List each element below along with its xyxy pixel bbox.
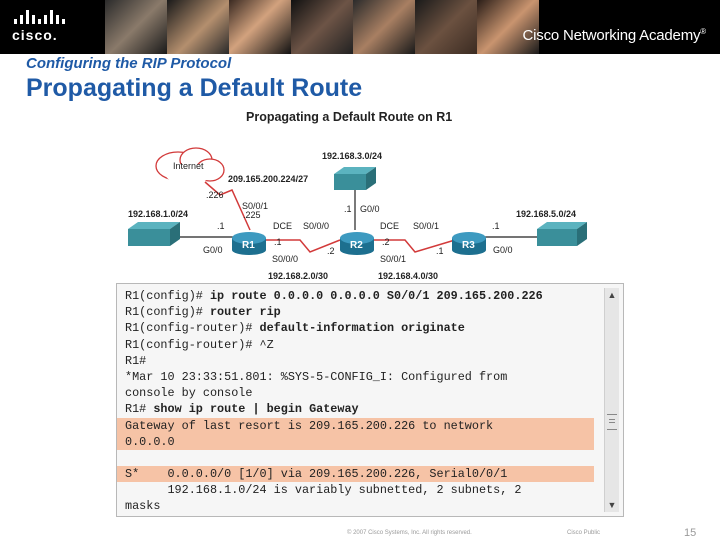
label-dce1: DCE [273,221,292,231]
label-r3-g00: G0/0 [493,245,513,255]
switch-right-icon [537,222,587,246]
photo-2 [167,0,229,54]
router-r1-label: R1 [242,240,255,251]
terminal-line: *Mar 10 23:33:51.801: %SYS-5-CONFIG_I: C… [125,369,508,384]
photo-5 [353,0,415,54]
router-r2-label: R2 [350,240,363,251]
label-net-r2r3: 192.168.4.0/30 [378,271,438,281]
academy-label: Cisco Networking Academy® [522,27,707,44]
cisco-wordmark: cisco. [12,27,58,43]
label-r1-225: .225 [243,210,261,220]
switch-top-icon [334,167,376,190]
header-banner: cisco. Cisco Networking Academy® [0,0,720,54]
topology-labels: 192.168.3.0/24 209.165.200.224/27 .226 S… [128,151,576,281]
label-r2-s000: S0/0/0 [303,221,329,231]
slide-subtitle: Configuring the RIP Protocol [26,55,232,72]
label-r2-dot2-right: .2 [382,237,390,247]
header-photo-strip [105,0,539,54]
label-r1-g00: G0/0 [203,245,223,255]
terminal-line-highlighted: 0.0.0.0 [117,433,594,450]
terminal-line: R1(config)# router rip [125,305,281,320]
slide-title: Propagating a Default Route [26,74,363,102]
terminal-line: masks [125,499,161,514]
photo-6 [415,0,477,54]
label-net-right: 192.168.5.0/24 [516,209,576,219]
photo-1 [105,0,167,54]
router-r1-icon: R1 [232,232,266,255]
terminal-line: console by console [125,386,253,401]
label-r2-s001: S0/0/1 [380,254,406,264]
router-r3-icon: R3 [452,232,486,255]
label-net-left: 192.168.1.0/24 [128,209,188,219]
label-r1-s000: S0/0/0 [272,254,298,264]
label-r2-dot1-top: .1 [344,204,352,214]
terminal-window[interactable]: R1(config)# ip route 0.0.0.0 0.0.0.0 S0/… [116,283,624,517]
router-r3-label: R3 [462,240,475,251]
label-r1-dot1-bottom: .1 [274,237,282,247]
label-dce2: DCE [380,221,399,231]
photo-3 [229,0,291,54]
cisco-logo: cisco. [12,10,72,44]
router-r2-icon: R2 [340,232,374,255]
terminal-line-highlighted: S* 0.0.0.0/0 [1/0] via 209.165.200.226, … [117,466,594,483]
label-r1-dot1-left: .1 [217,221,225,231]
scroll-thumb[interactable] [607,414,617,430]
terminal-scrollbar[interactable]: ▲ ▼ [604,288,619,512]
photo-7 [477,0,539,54]
terminal-output: R1(config)# ip route 0.0.0.0 0.0.0.0 S0/… [117,288,594,516]
terminal-line: 192.168.1.0/24 is variably subnetted, 2 … [125,483,522,498]
footer-classification: Cisco Public [567,530,601,536]
topology-diagram: Internet R1 R2 R3 192.168.3.0/24 209 [128,147,587,281]
cisco-bars-icon [14,10,72,24]
footer-copyright: © 2007 Cisco Systems, Inc. All rights re… [347,530,472,536]
scroll-down-arrow-icon[interactable]: ▼ [607,500,617,510]
scroll-up-arrow-icon[interactable]: ▲ [607,290,617,300]
internet-label: Internet [173,161,204,171]
terminal-line [117,450,594,466]
label-net-r1r2: 192.168.2.0/30 [268,271,328,281]
label-r2-g00: G0/0 [360,204,380,214]
label-r2-dot2-left: .2 [327,246,335,256]
label-r1-s001: S0/0/1 [242,201,268,211]
switch-left-icon [128,222,180,246]
terminal-line: R1(config-router)# ^Z [125,337,274,352]
terminal-line: R1(config)# ip route 0.0.0.0 0.0.0.0 S0/… [125,289,543,303]
label-isp-dot: .226 [206,190,224,200]
label-r3-s001: S0/0/1 [413,221,439,231]
label-r3-dot1-right: .1 [492,221,500,231]
terminal-line: R1# show ip route | begin Gateway [125,402,359,417]
page-number: 15 [684,527,697,539]
terminal-line-highlighted: Gateway of last resort is 209.165.200.22… [117,417,594,434]
label-r3-dot1-bottom: .1 [436,246,444,256]
figure-caption: Propagating a Default Route on R1 [246,110,453,124]
terminal-line: R1# [125,353,147,368]
photo-4 [291,0,353,54]
label-net-top: 192.168.3.0/24 [322,151,382,161]
label-net-isp: 209.165.200.224/27 [228,174,308,184]
internet-cloud-icon: Internet [155,147,225,185]
terminal-line: R1(config-router)# default-information o… [125,321,465,336]
